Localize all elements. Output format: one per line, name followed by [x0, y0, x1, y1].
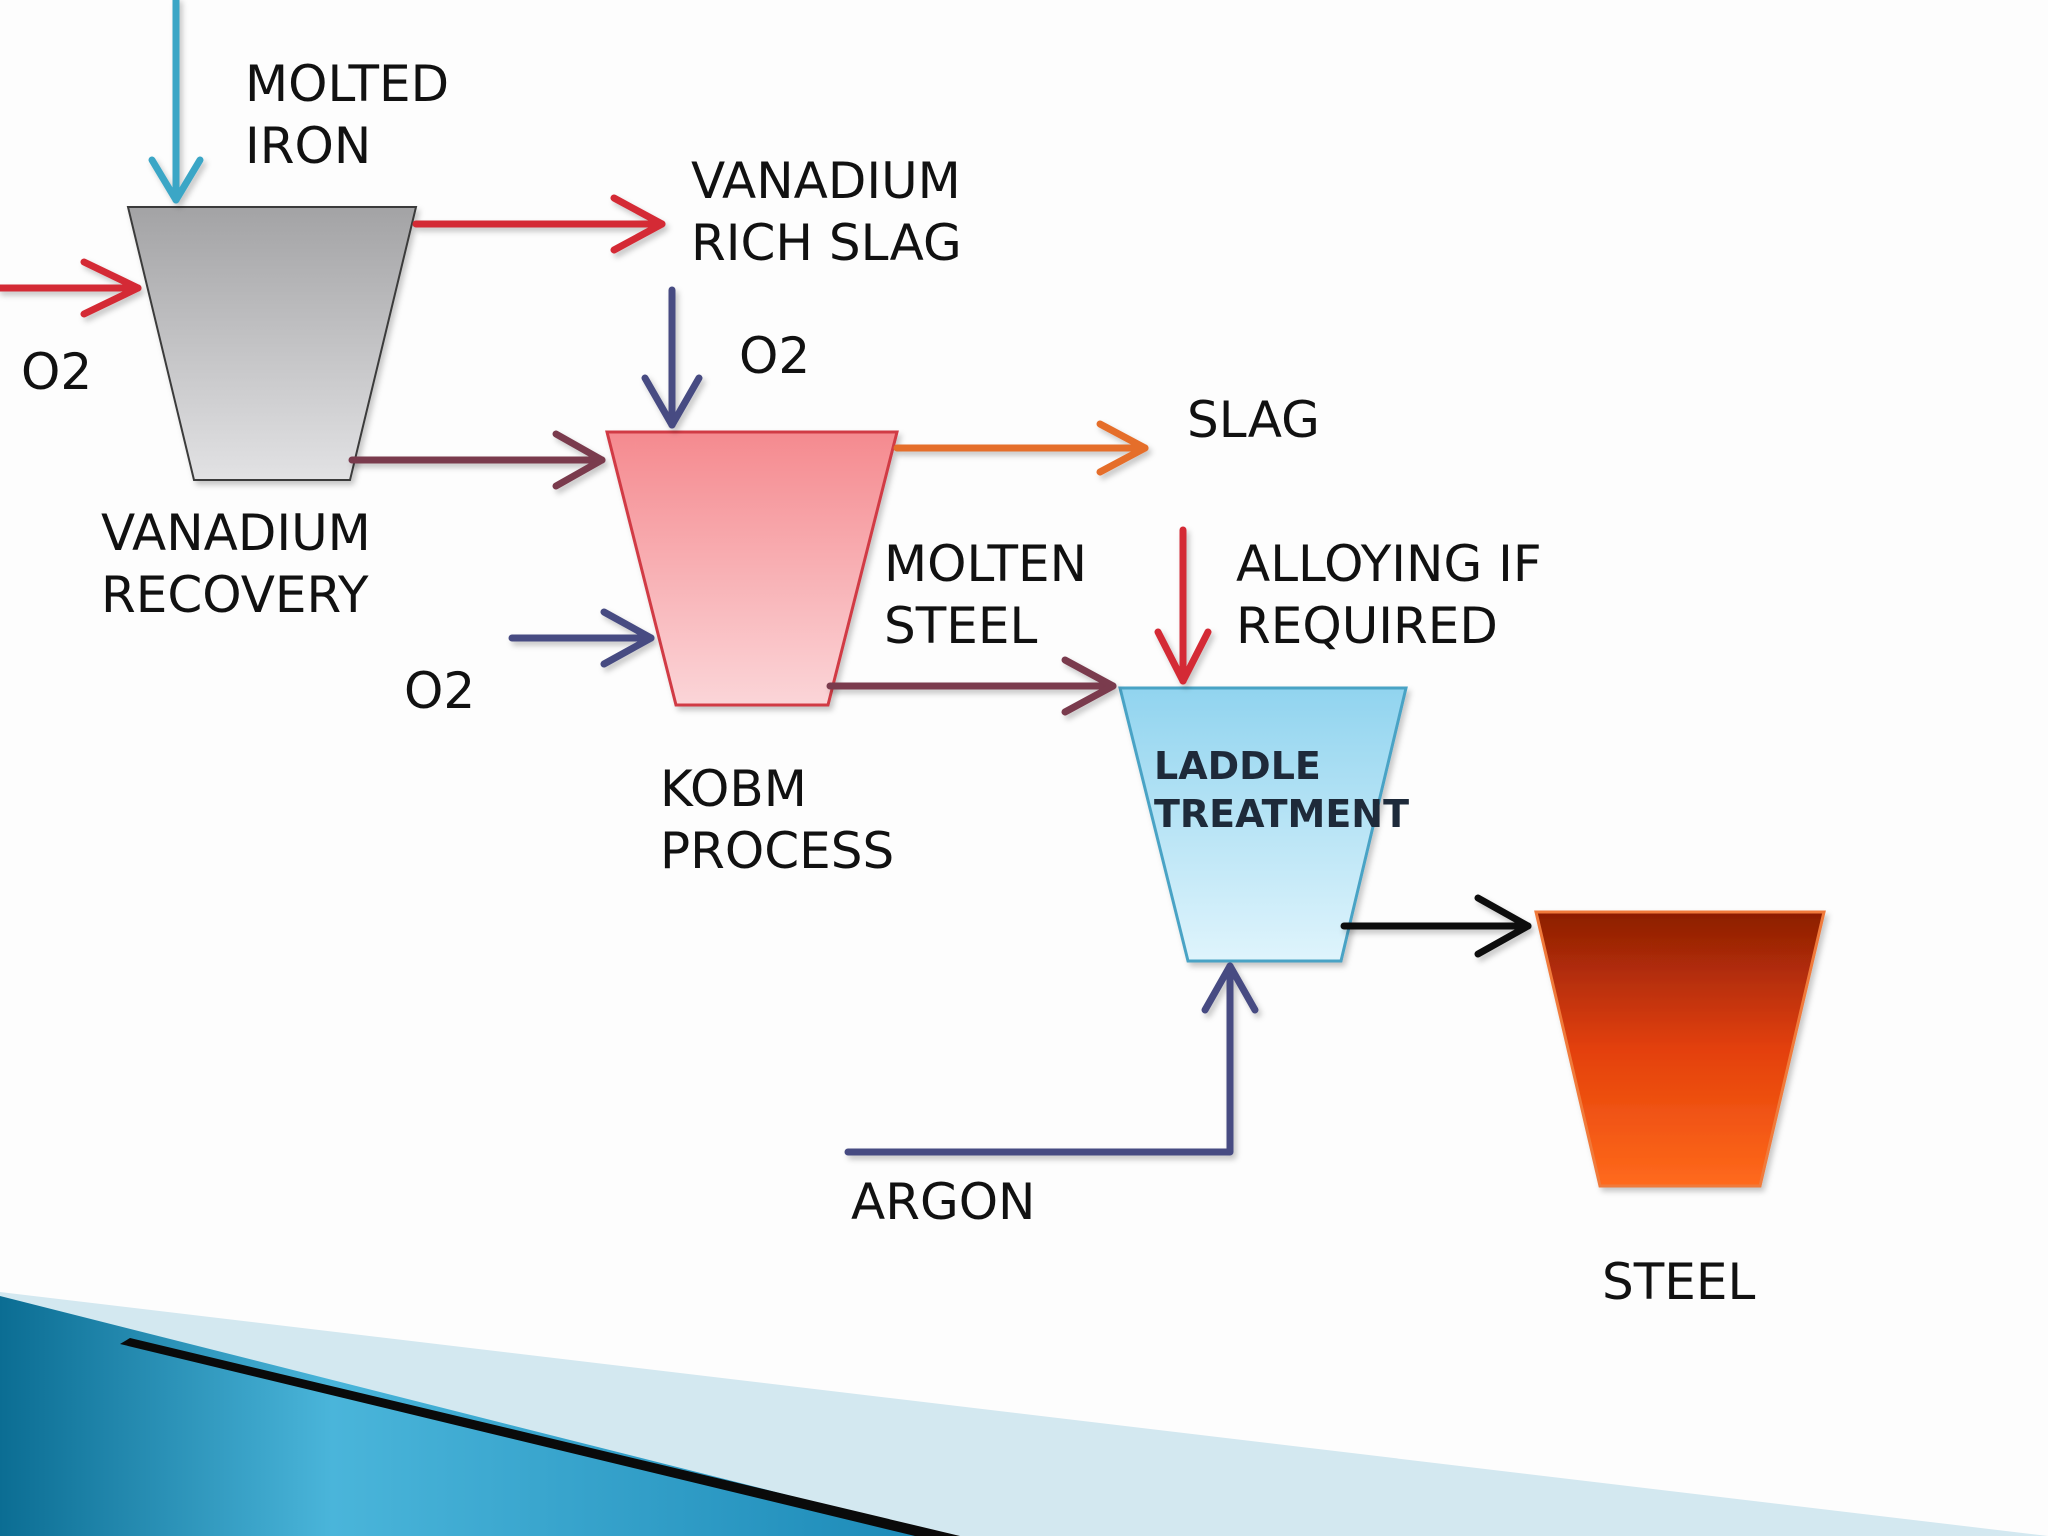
alloying-arrow: [1154, 526, 1212, 685]
molted-iron-arrow: [148, 0, 204, 204]
molten-steel-arrow: [826, 656, 1117, 716]
label-alloying-1: ALLOYING IF: [1236, 535, 1542, 593]
o2-left-arrow: [0, 258, 142, 318]
label-molten-steel-1: MOLTEN: [884, 535, 1087, 593]
label-slag: SLAG: [1187, 391, 1320, 449]
vanadium-rich-slag-arrow: [412, 194, 666, 254]
label-kobm-process-2: PROCESS: [660, 822, 894, 880]
label-molted-iron-2: IRON: [245, 117, 371, 175]
steel-vessel: [1534, 910, 1826, 1188]
label-o2-left: O2: [21, 343, 92, 401]
label-laddle-treatment-2: TREATMENT: [1154, 792, 1409, 836]
label-vanadium-recovery-2: RECOVERY: [101, 566, 369, 624]
label-vanadium-rich-slag-1: VANADIUM: [691, 152, 961, 210]
o2-top-arrow: [641, 286, 703, 429]
label-vanadium-rich-slag-2: RICH SLAG: [691, 214, 962, 272]
label-vanadium-recovery-1: VANADIUM: [101, 504, 371, 562]
slag-arrow: [893, 420, 1149, 476]
label-o2-mid: O2: [404, 662, 475, 720]
laddle-treatment-vessel: [1118, 686, 1408, 963]
laddle-to-steel-arrow: [1340, 894, 1532, 958]
label-alloying-2: REQUIRED: [1236, 597, 1498, 655]
label-steel: STEEL: [1602, 1253, 1755, 1311]
label-molted-iron-1: MOLTED: [245, 55, 449, 113]
label-laddle-treatment-1: LADDLE: [1154, 744, 1321, 788]
o2-mid-arrow: [508, 608, 655, 668]
label-kobm-process-1: KOBM: [660, 760, 807, 818]
vanadium-recovery-vessel: [126, 206, 418, 481]
label-molten-steel-2: STEEL: [884, 597, 1037, 655]
label-o2-top: O2: [739, 327, 810, 385]
band-blue-swoosh: [0, 1296, 950, 1536]
recovery-to-kobm-arrow: [348, 430, 606, 490]
kobm-vessel: [605, 430, 899, 707]
decorative-band: [0, 1292, 2048, 1536]
band-black-stripe: [120, 1338, 960, 1536]
label-argon: ARGON: [851, 1173, 1035, 1231]
argon-arrow: [844, 962, 1259, 1156]
